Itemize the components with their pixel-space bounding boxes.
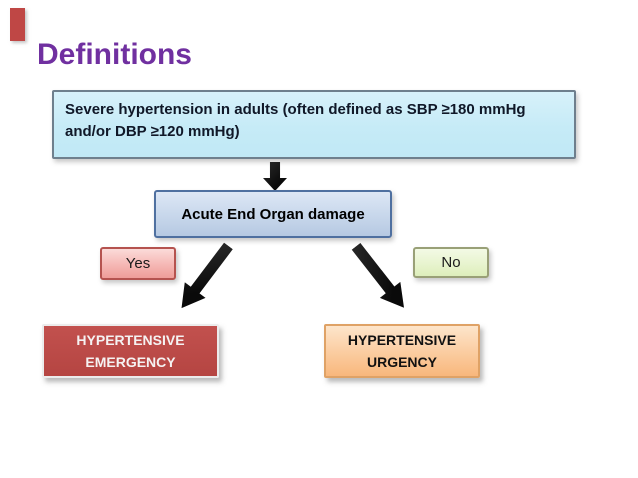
- hypertensive-urgency-box: HYPERTENSIVE URGENCY: [324, 324, 480, 378]
- no-label: No: [441, 254, 461, 271]
- down-left-arrow-icon: [171, 238, 239, 316]
- no-label-box: No: [413, 247, 489, 278]
- hypertensive-emergency-box: HYPERTENSIVE EMERGENCY: [42, 324, 219, 378]
- urgency-line2: URGENCY: [366, 354, 437, 370]
- down-right-arrow-icon: [346, 238, 415, 315]
- definition-box: Severe hypertension in adults (often def…: [52, 90, 576, 159]
- urgency-line1: HYPERTENSIVE: [347, 331, 457, 348]
- criterion-box: Acute End Organ damage: [154, 190, 392, 238]
- down-arrow-icon: [263, 162, 287, 191]
- yes-label: Yes: [125, 255, 151, 272]
- page-title: Definitions: [37, 38, 192, 71]
- emergency-line2: EMERGENCY: [85, 354, 176, 370]
- definition-box-text: Severe hypertension in adults (often def…: [65, 101, 526, 140]
- yes-label-box: Yes: [100, 247, 176, 280]
- accent-bar: [10, 8, 25, 41]
- emergency-line1: HYPERTENSIVE: [76, 331, 185, 348]
- criterion-box-text: Acute End Organ damage: [181, 205, 365, 223]
